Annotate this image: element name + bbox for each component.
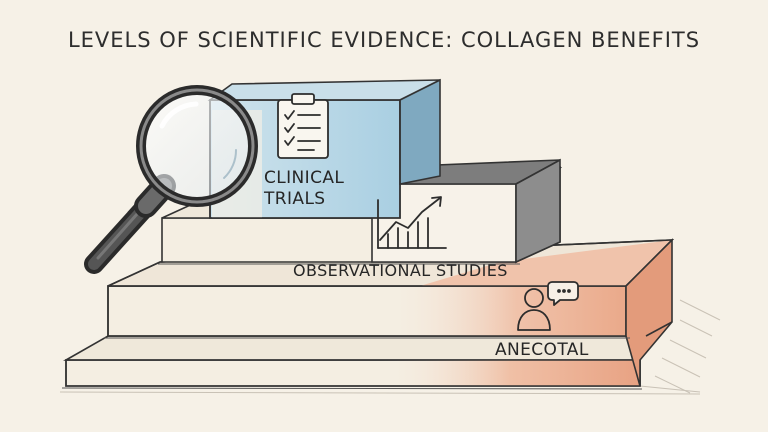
step-anecdotal: [61, 238, 675, 390]
diagram-title: LEVELS OF SCIENTIFIC EVIDENCE: COLLAGEN …: [67, 28, 701, 52]
label-clinical-trials: CLINICAL TRIALS: [264, 168, 344, 210]
line-chart-icon: [377, 196, 447, 249]
clipboard-checklist-icon: [277, 93, 329, 159]
label-clinical-line1: CLINICAL: [264, 168, 345, 188]
floor-shadow: [59, 299, 721, 395]
label-anecdotal: ANECOTAL: [495, 340, 589, 360]
label-observational-studies: OBSERVATIONAL STUDIES: [293, 261, 508, 280]
label-clinical-line2: TRIALS: [264, 189, 326, 209]
person-speech-icon: [517, 281, 579, 331]
magnifying-glass-icon: [84, 85, 258, 274]
